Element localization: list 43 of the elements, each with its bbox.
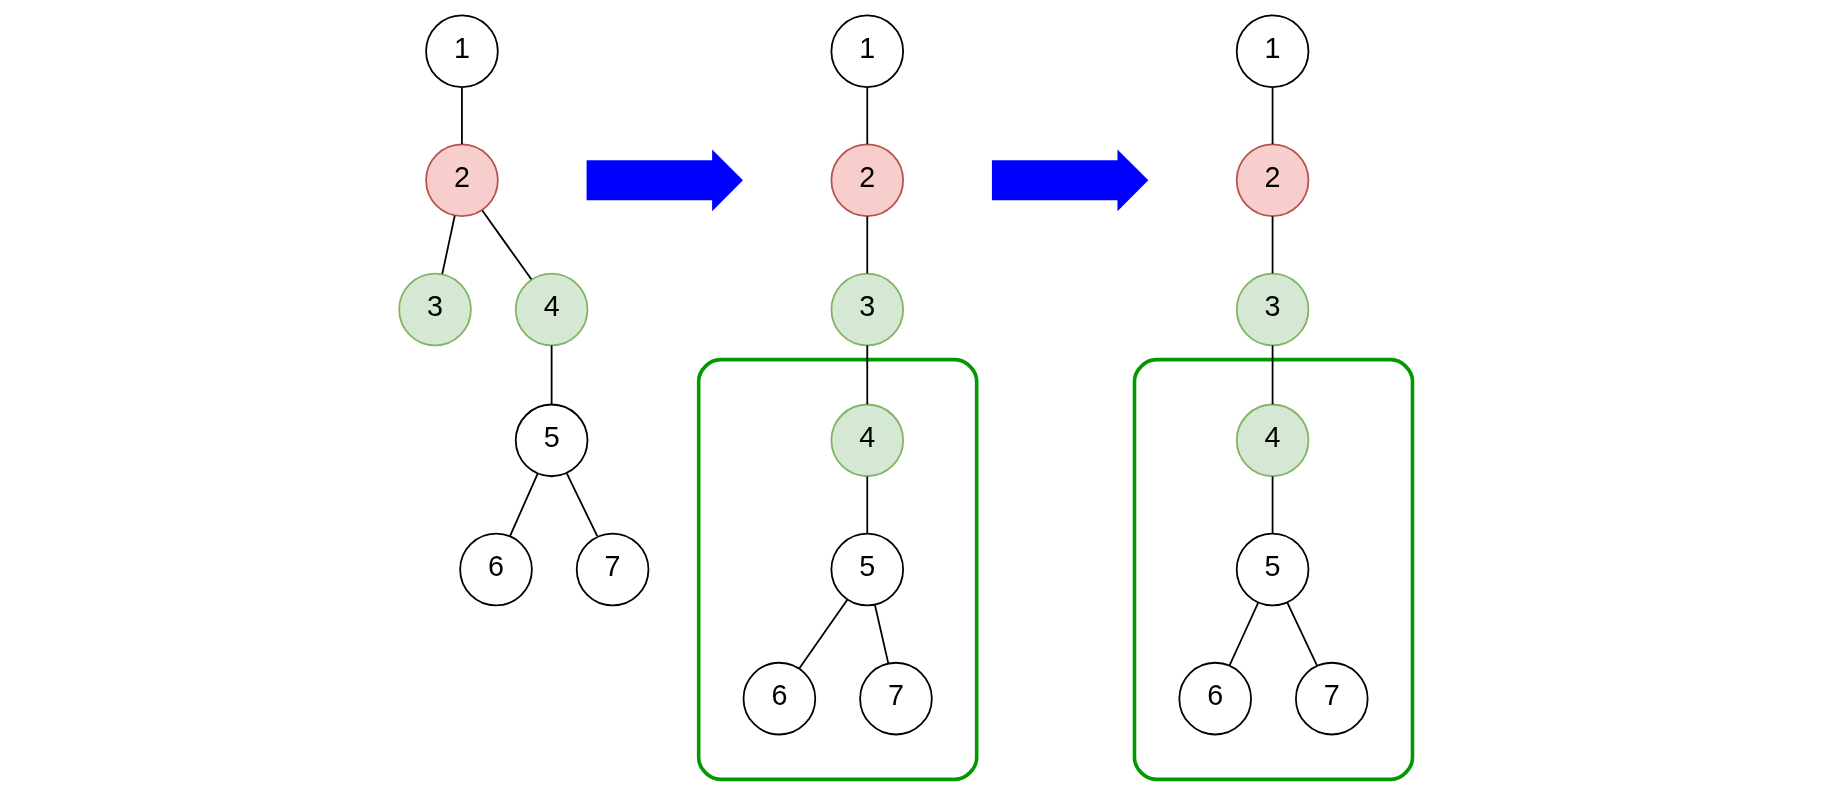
cluster (1132, 357, 1415, 782)
connector (866, 86, 869, 146)
node-circle: 1 (425, 14, 499, 88)
node-circle: 5 (514, 403, 589, 478)
node-circle: 3 (1235, 272, 1310, 347)
node-circle: 4 (830, 403, 905, 478)
node-circle: 1 (1235, 14, 1310, 88)
node-circle: 3 (830, 272, 905, 347)
connector (1286, 601, 1318, 667)
connector (461, 86, 463, 146)
node-circle: 1 (830, 14, 905, 88)
connector (1228, 602, 1259, 667)
connector (481, 209, 533, 281)
connector (550, 344, 553, 406)
node-arrow (586, 149, 743, 212)
connector (866, 475, 869, 535)
connector (1271, 215, 1274, 275)
connector (1271, 475, 1274, 535)
node-arrow (991, 149, 1149, 212)
connector (874, 604, 890, 664)
node-circle: 2 (425, 143, 499, 218)
node-circle: 2 (830, 143, 905, 218)
connector (866, 215, 869, 275)
node-circle: 5 (830, 532, 905, 607)
node-circle: 7 (859, 661, 933, 736)
connector (866, 344, 869, 406)
cluster (696, 357, 979, 782)
node-circle: 6 (459, 532, 533, 607)
connector (1271, 344, 1274, 406)
node-circle: 7 (1295, 661, 1369, 736)
connector (565, 472, 599, 538)
node-circle: 2 (1235, 143, 1310, 218)
connector (798, 598, 849, 670)
connector (1271, 86, 1274, 146)
node-circle: 5 (1235, 532, 1310, 607)
node-circle: 3 (398, 272, 472, 347)
connector (441, 214, 456, 275)
node-circle: 4 (514, 272, 589, 347)
node-circle: 7 (575, 532, 650, 607)
node-circle: 6 (742, 661, 817, 736)
connector (509, 472, 539, 537)
node-circle: 4 (1235, 403, 1310, 478)
node-circle: 6 (1178, 661, 1252, 736)
